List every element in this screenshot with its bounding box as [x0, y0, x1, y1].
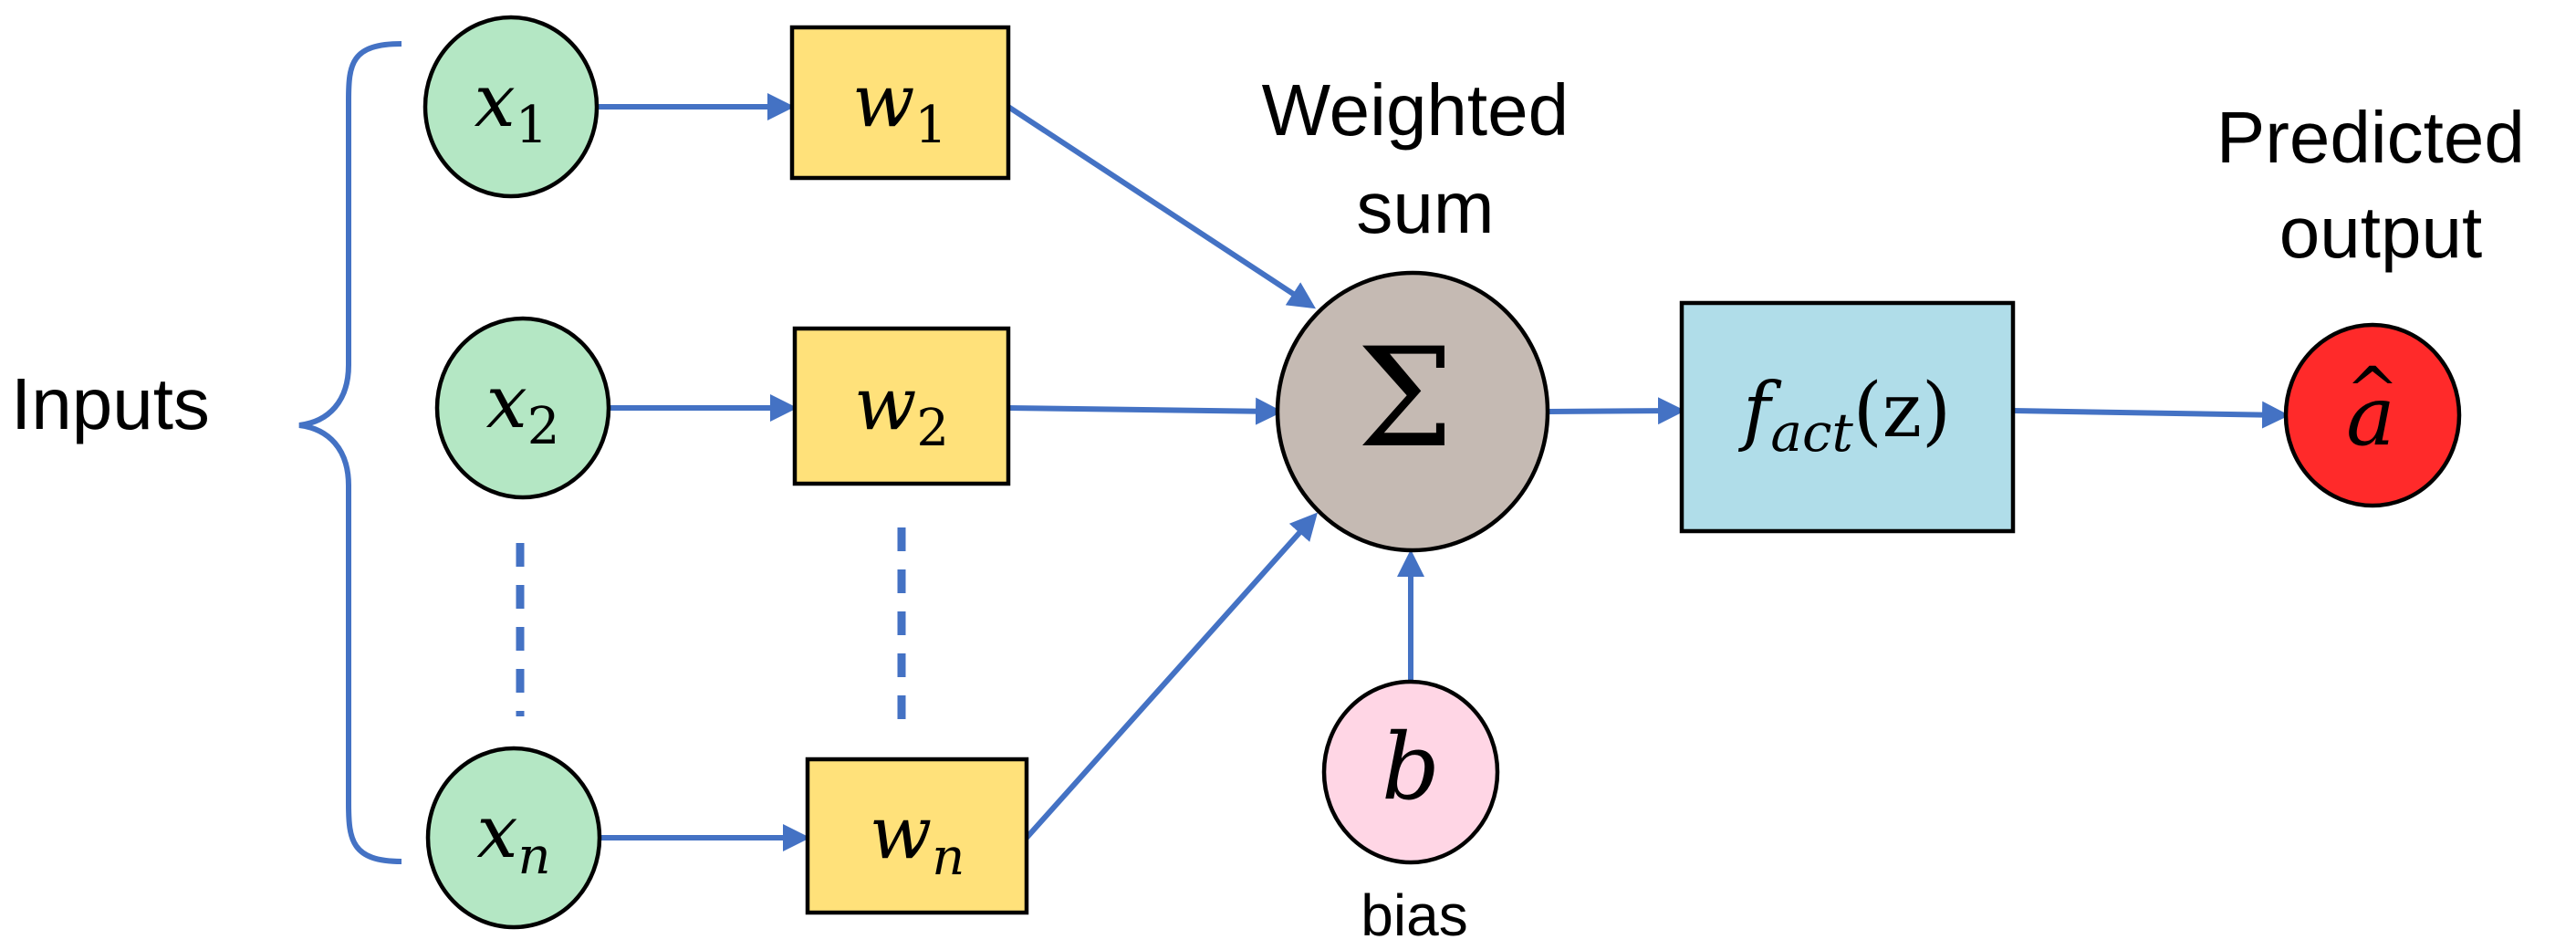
output-node: ^ a — [2283, 322, 2462, 508]
inputs-label: Inputs — [11, 363, 210, 444]
edge-sum-activation — [1547, 397, 1685, 425]
output-symbol: a — [2346, 369, 2395, 465]
bias-label: bias — [1361, 882, 1467, 948]
weight-box-w2-label: w2 — [854, 361, 949, 458]
input-node-xn: xn — [425, 746, 602, 930]
sum-node-circle — [1275, 270, 1550, 553]
weighted-sum-label: Weighted sum — [1262, 69, 1590, 248]
weight-box-w1: w1 — [789, 25, 1011, 181]
edge-wn-sum — [1024, 512, 1319, 840]
input-node-x1-circle — [422, 15, 600, 199]
predicted-output-label: Predicted output — [2216, 97, 2545, 273]
weight-box-w2-rect — [792, 326, 1011, 486]
inputs-brace — [298, 41, 402, 864]
weight-box-w1-rect — [789, 25, 1011, 181]
activation-function-label: fact(z) — [1737, 368, 1951, 464]
bias-node-circle — [1321, 679, 1500, 865]
weight-box-w2: w2 — [792, 326, 1011, 486]
input-node-x2: x2 — [434, 316, 611, 500]
weight-box-wn-label: wn — [870, 790, 965, 887]
output-node-circle — [2283, 322, 2462, 508]
weight-box-w1-label: w1 — [852, 58, 947, 155]
activation-box-rect — [1679, 300, 2016, 534]
input-node-xn-label: xn — [476, 789, 550, 886]
input-node-x2-circle — [434, 316, 611, 500]
weight-box-wn-rect — [805, 757, 1029, 915]
input-node-x1-label: x1 — [475, 58, 548, 155]
input-node-x1: x1 — [422, 15, 600, 199]
sum-node: Σ — [1275, 270, 1550, 553]
edge-w1-sum — [1006, 104, 1317, 309]
edge-activation-output — [2012, 401, 2289, 429]
edge-w2-sum — [1007, 397, 1283, 425]
output-accent: ^ — [2346, 353, 2400, 428]
input-node-x2-label: x2 — [486, 360, 560, 456]
weight-box-wn: wn — [805, 757, 1029, 915]
bias-node: b — [1321, 679, 1500, 865]
input-node-xn-circle — [425, 746, 602, 930]
bias-symbol: b — [1382, 714, 1440, 820]
sum-symbol: Σ — [1357, 319, 1454, 478]
activation-box: fact(z) — [1679, 300, 2016, 534]
